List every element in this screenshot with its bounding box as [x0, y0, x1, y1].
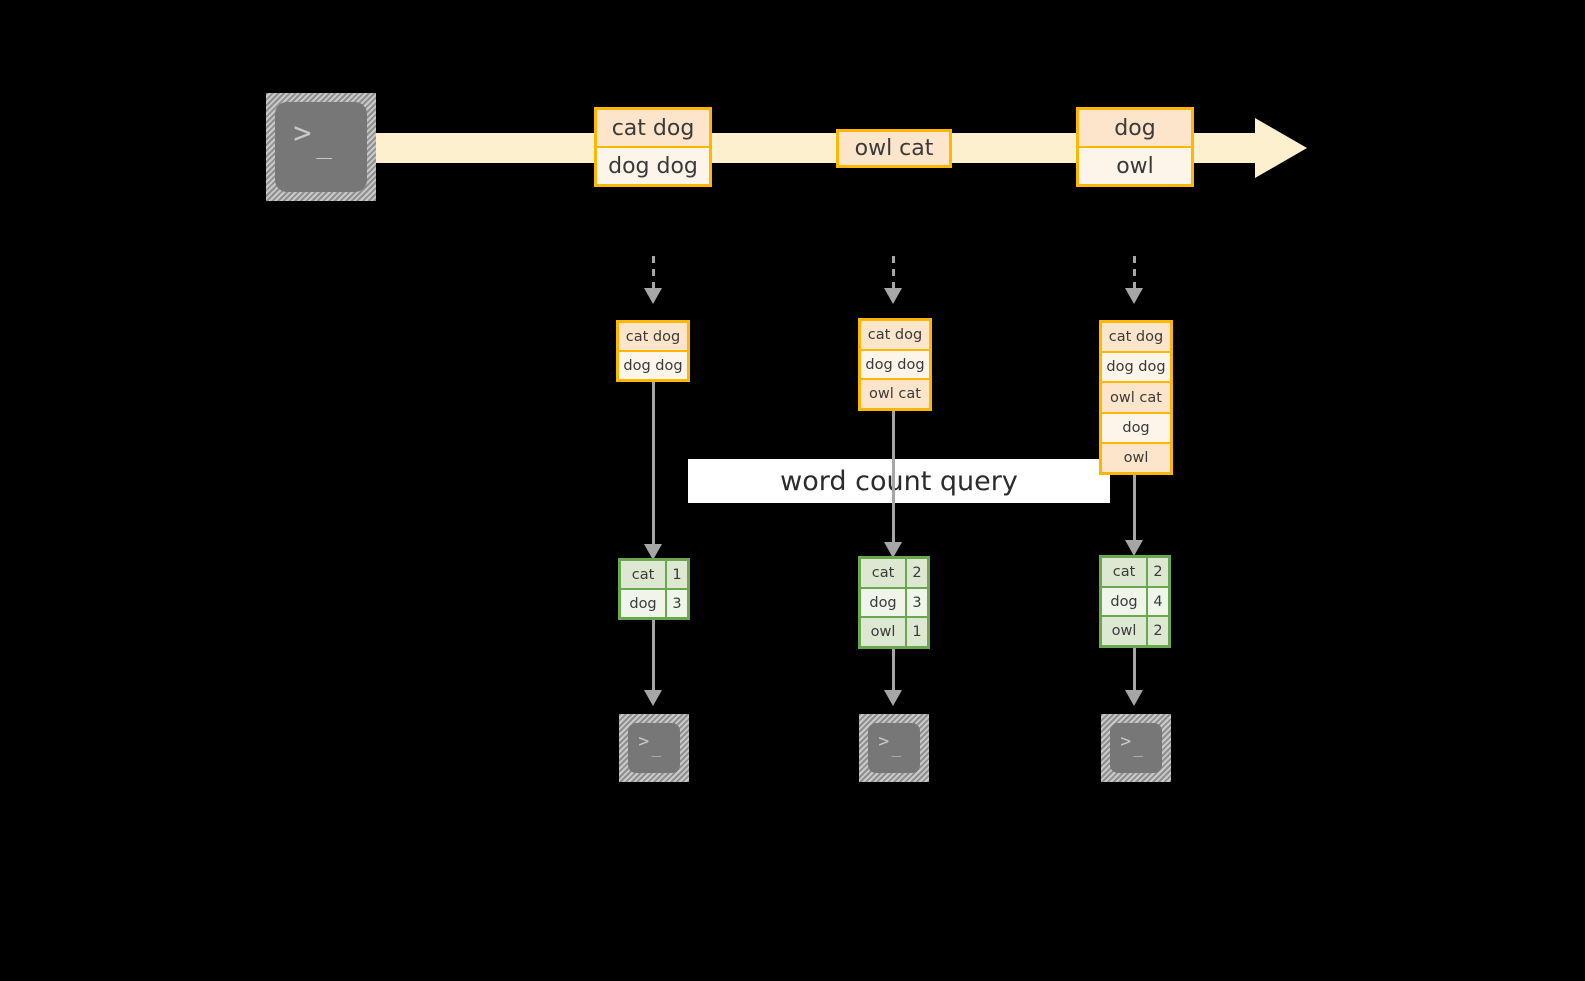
pipeline-3-query-arrowhead	[1125, 540, 1143, 556]
pipeline-1-feed-arrowhead	[644, 288, 662, 304]
table-row: cat 2	[1102, 558, 1168, 586]
result-key: owl	[861, 618, 905, 647]
pipeline-1-query-arrowhead	[644, 544, 662, 560]
input-row: dog	[1102, 411, 1170, 442]
pipeline-2-feed-line	[892, 256, 895, 290]
terminal-cursor-icon: _	[1133, 737, 1144, 757]
pipeline-2-sink-terminal-icon[interactable]: > _	[859, 714, 929, 782]
table-row: cat 1	[621, 561, 687, 588]
stream-record-line: dog	[1079, 110, 1191, 146]
pipeline-2-result-table[interactable]: cat 2 dog 3 owl 1	[858, 556, 930, 649]
terminal-cursor-icon: _	[651, 737, 662, 757]
pipeline-2-query-arrowhead	[884, 542, 902, 558]
pipeline-3-sink-arrowhead	[1125, 690, 1143, 706]
pipeline-3-input-stack[interactable]: cat dog dog dog owl cat dog owl	[1099, 320, 1173, 475]
input-row: cat dog	[1102, 323, 1170, 352]
result-key: dog	[1102, 587, 1146, 616]
pipeline-3-result-table[interactable]: cat 2 dog 4 owl 2	[1099, 555, 1171, 648]
terminal-screen: > _	[1110, 723, 1162, 773]
input-row: owl	[1102, 441, 1170, 473]
table-row: dog 4	[1102, 585, 1168, 616]
result-value: 2	[1146, 558, 1168, 586]
stream-record-line: owl	[1079, 146, 1191, 184]
result-key: cat	[861, 559, 905, 587]
result-value: 2	[1146, 617, 1168, 646]
result-key: dog	[621, 590, 665, 617]
table-row: dog 3	[861, 586, 927, 617]
result-value: 3	[905, 588, 927, 617]
input-row: dog dog	[1102, 351, 1170, 382]
pipeline-1-result-table[interactable]: cat 1 dog 3	[618, 558, 690, 620]
pipeline-2-feed-arrowhead	[884, 288, 902, 304]
terminal-screen: > _	[275, 102, 367, 192]
result-key: dog	[861, 588, 905, 617]
result-value: 3	[665, 590, 687, 617]
stream-record-1[interactable]: cat dog dog dog	[594, 107, 712, 187]
pipeline-1-sink-terminal-icon[interactable]: > _	[619, 714, 689, 782]
pipeline-2-sink-arrowhead	[884, 690, 902, 706]
terminal-chevron-icon: >	[293, 116, 312, 152]
terminal-chevron-icon: >	[878, 730, 890, 752]
pipeline-1-feed-line	[652, 256, 655, 290]
query-label-text: word count query	[780, 465, 1018, 497]
input-row: dog dog	[619, 350, 687, 379]
result-value: 1	[905, 618, 927, 647]
table-row: owl 1	[861, 616, 927, 647]
input-row: cat dog	[619, 323, 687, 350]
stream-record-3[interactable]: dog owl	[1076, 107, 1194, 187]
terminal-chevron-icon: >	[638, 730, 650, 752]
pipeline-3-feed-arrowhead	[1125, 288, 1143, 304]
pipeline-2-query-line	[892, 411, 895, 552]
terminal-screen: > _	[868, 723, 920, 773]
table-row: cat 2	[861, 559, 927, 587]
pipeline-1-query-line	[652, 382, 655, 554]
table-row: owl 2	[1102, 615, 1168, 646]
stream-record-line: owl cat	[839, 132, 949, 165]
query-label-band: word count query	[688, 459, 1110, 503]
pipeline-3-feed-line	[1133, 256, 1136, 290]
pipeline-1-input-stack[interactable]: cat dog dog dog	[616, 320, 690, 382]
pipeline-3-query-line	[1133, 475, 1136, 550]
pipeline-3-sink-line	[1133, 648, 1136, 696]
input-row: owl cat	[1102, 381, 1170, 412]
result-key: owl	[1102, 617, 1146, 646]
pipeline-3-sink-terminal-icon[interactable]: > _	[1101, 714, 1171, 782]
input-row: owl cat	[861, 378, 929, 409]
stream-record-line: cat dog	[597, 110, 709, 146]
input-row: dog dog	[861, 348, 929, 379]
pipeline-1-sink-arrowhead	[644, 690, 662, 706]
result-value: 2	[905, 559, 927, 587]
stream-arrowhead	[1255, 118, 1307, 178]
pipeline-1-sink-line	[652, 620, 655, 696]
terminal-chevron-icon: >	[1120, 730, 1132, 752]
stream-record-line: dog dog	[597, 146, 709, 184]
result-key: cat	[1102, 558, 1146, 586]
terminal-cursor-icon: _	[316, 129, 333, 160]
table-row: dog 3	[621, 588, 687, 617]
pipeline-2-sink-line	[892, 649, 895, 696]
terminal-screen: > _	[628, 723, 680, 773]
result-value: 1	[665, 561, 687, 588]
terminal-cursor-icon: _	[891, 737, 902, 757]
input-row: cat dog	[861, 321, 929, 349]
result-value: 4	[1146, 587, 1168, 616]
source-terminal-icon[interactable]: > _	[266, 93, 376, 201]
stream-record-2[interactable]: owl cat	[836, 129, 952, 168]
pipeline-2-input-stack[interactable]: cat dog dog dog owl cat	[858, 318, 932, 411]
result-key: cat	[621, 561, 665, 588]
